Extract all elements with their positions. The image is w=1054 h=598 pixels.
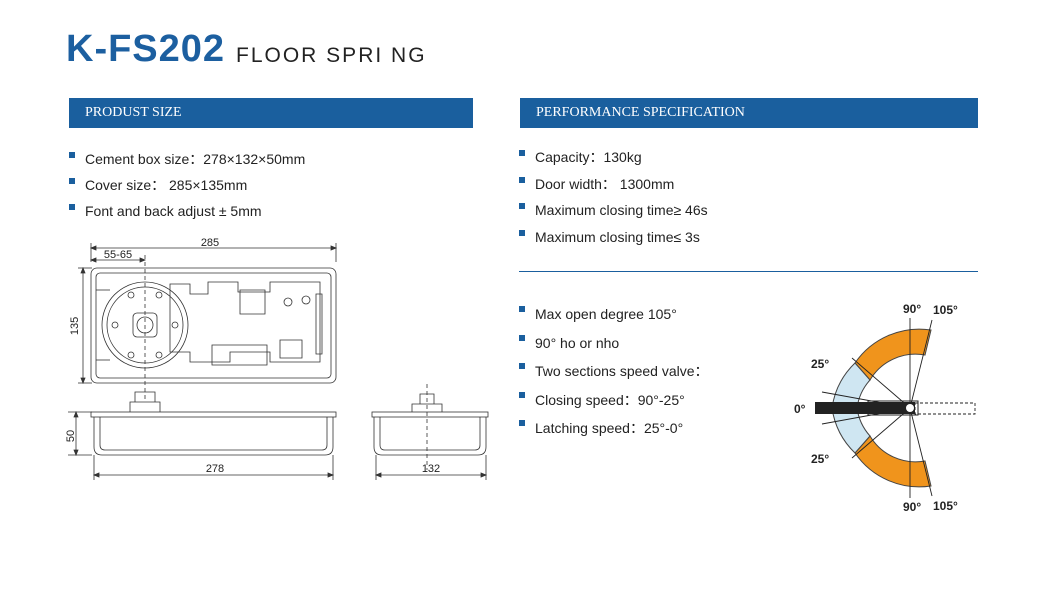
label-90-bottom: 90° [903, 500, 921, 514]
model-code: K-FS202 [66, 28, 226, 70]
label-25-bottom: 25° [811, 452, 829, 466]
dim-132: 132 [422, 463, 440, 475]
product-name: FLOOR SPRI NG [236, 44, 427, 67]
label-105-bottom: 105° [933, 499, 958, 513]
list-item: Max open degree 105° [519, 300, 709, 329]
label-90-top: 90° [903, 302, 921, 316]
section-divider [519, 271, 978, 272]
list-item: Maximum closing time≤ 3s [519, 224, 708, 251]
list-item: Font and back adjust ± 5mm [69, 198, 305, 224]
list-item: Capacity：130kg [519, 144, 708, 171]
label-0: 0° [794, 402, 806, 416]
dim-55-65: 55-65 [104, 249, 132, 261]
list-item: Two sections speed valve： [519, 357, 709, 386]
list-item: Closing speed：90°-25° [519, 386, 709, 415]
product-size-header: PRODUST SIZE [69, 98, 473, 128]
list-item: Cover size： 285×135mm [69, 172, 305, 198]
list-item: Cement box size：278×132×50mm [69, 146, 305, 172]
dim-278: 278 [206, 463, 224, 475]
label-105-top: 105° [933, 303, 958, 317]
list-item: 90° ho or nho [519, 329, 709, 358]
dim-135: 135 [69, 317, 81, 335]
list-item: Door width： 1300mm [519, 171, 708, 198]
dim-285: 285 [201, 237, 219, 249]
performance-list: Capacity：130kg Door width： 1300mm Maximu… [519, 144, 708, 250]
label-25-top: 25° [811, 357, 829, 371]
performance-header: PERFORMANCE SPECIFICATION [520, 98, 978, 128]
product-size-list: Cement box size：278×132×50mm Cover size：… [69, 146, 305, 224]
dim-50: 50 [65, 430, 77, 442]
list-item: Latching speed：25°-0° [519, 414, 709, 443]
list-item: Maximum closing time≥ 46s [519, 197, 708, 224]
angle-spec-list: Max open degree 105° 90° ho or nho Two s… [519, 300, 709, 443]
